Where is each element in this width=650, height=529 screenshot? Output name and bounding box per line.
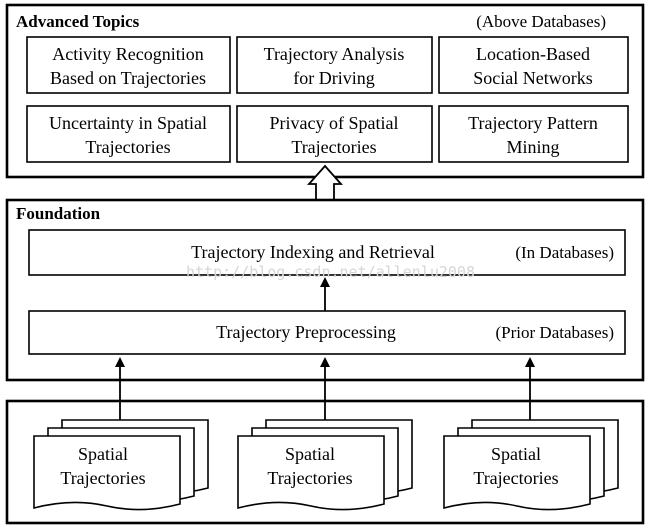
topic-box-trajectory-analysis: Trajectory Analysis for Driving [236, 36, 433, 94]
source-label-line-1: Spatial [491, 444, 541, 464]
topic-box-uncertainty: Uncertainty in Spatial Trajectories [26, 105, 231, 163]
topic-line-2: Trajectories [291, 137, 376, 157]
document-icon [237, 435, 385, 511]
indexing-label: Trajectory Indexing and Retrieval [191, 242, 435, 262]
topic-line-1: Location-Based [476, 44, 590, 64]
topic-box-activity-recognition: Activity Recognition Based on Trajectori… [26, 36, 231, 94]
topic-box-location-based-social: Location-Based Social Networks [438, 36, 629, 94]
topic-line-2: Social Networks [473, 68, 592, 88]
topic-line-2: Mining [506, 137, 559, 157]
indexing-box: Trajectory Indexing and Retrieval (In Da… [28, 229, 626, 276]
topic-line-2: Based on Trajectories [50, 68, 206, 88]
topic-box-pattern-mining: Trajectory Pattern Mining [438, 105, 629, 163]
source-label-line-2: Trajectories [473, 468, 558, 488]
advanced-topics-title: Advanced Topics [16, 12, 140, 31]
source-label-line-2: Trajectories [267, 468, 352, 488]
foundation-panel: Foundation Trajectory Indexing and Retri… [5, 198, 645, 382]
advanced-topics-panel: Advanced Topics (Above Databases) Activi… [5, 3, 645, 179]
topic-line-1: Uncertainty in Spatial [49, 113, 207, 133]
sources-panel: Spatial Trajectories Spatial Trajectorie… [5, 357, 645, 525]
preprocessing-label: Trajectory Preprocessing [216, 322, 396, 342]
topic-line-2: for Driving [293, 68, 374, 88]
source-label-line-1: Spatial [285, 444, 335, 464]
document-stack-1: Spatial Trajectories [33, 419, 209, 511]
topic-line-1: Activity Recognition [52, 44, 203, 64]
foundation-title: Foundation [16, 204, 101, 223]
advanced-topics-note: (Above Databases) [476, 12, 606, 31]
document-icon [33, 435, 181, 511]
source-label-line-1: Spatial [78, 444, 128, 464]
preprocessing-box: Trajectory Preprocessing (Prior Database… [28, 310, 626, 355]
topic-line-1: Privacy of Spatial [270, 113, 399, 133]
indexing-note: (In Databases) [515, 243, 614, 262]
document-stack-3: Spatial Trajectories [443, 419, 619, 511]
preprocessing-note: (Prior Databases) [496, 323, 615, 342]
source-label-line-2: Trajectories [60, 468, 145, 488]
document-icon [443, 435, 591, 511]
topic-line-1: Trajectory Analysis [264, 44, 405, 64]
watermark: http://blog.csdn.net/allenlu2008 [186, 263, 475, 281]
document-stack-2: Spatial Trajectories [237, 419, 413, 511]
topic-line-2: Trajectories [85, 137, 170, 157]
topic-box-privacy: Privacy of Spatial Trajectories [236, 105, 433, 163]
topic-line-1: Trajectory Pattern [468, 113, 598, 133]
